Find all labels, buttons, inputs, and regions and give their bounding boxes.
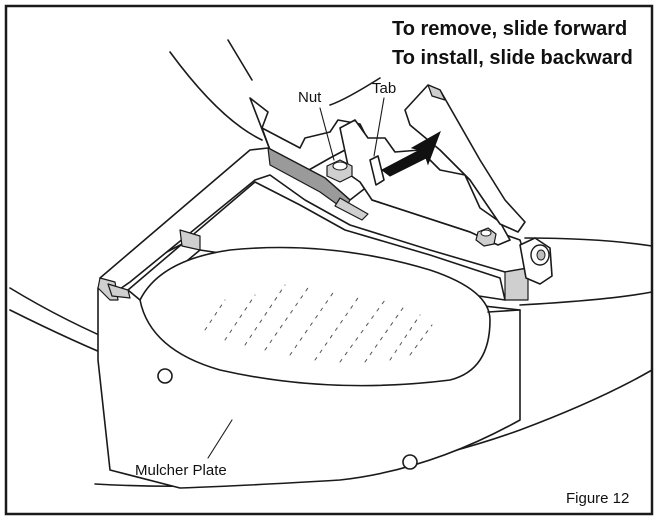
rail-bolt-top <box>480 229 492 237</box>
deck-edge-right-upper <box>524 237 653 247</box>
plate-right-edge <box>487 309 521 313</box>
tab-leader <box>373 97 385 157</box>
plate-channel-block <box>334 197 369 221</box>
deck-top-curve <box>169 51 263 141</box>
pivot-knob-center <box>536 249 546 261</box>
deck-top-curve-mid <box>329 77 381 106</box>
lever-tip <box>427 84 446 101</box>
label-nut: Nut <box>298 89 322 106</box>
label-tab: Tab <box>372 80 396 97</box>
slide-rail-edge <box>371 199 471 233</box>
instruction-install: To install, slide backward <box>392 47 633 69</box>
deck-edge-right-lower <box>519 291 653 306</box>
arrow-shape <box>381 130 441 177</box>
mulcher-plate-leader <box>207 419 233 459</box>
pivot-knob <box>519 237 553 285</box>
slide-rail <box>339 119 511 246</box>
rear-rail-fold <box>261 127 271 151</box>
frame-border <box>4 4 654 516</box>
nut <box>326 159 353 183</box>
nut-leader <box>319 107 335 161</box>
dome-shading <box>204 284 433 363</box>
nut-top <box>332 161 348 171</box>
rail-bolt <box>475 227 497 247</box>
instruction-remove: To remove, slide forward <box>392 18 627 40</box>
lever-edge <box>409 124 471 181</box>
figure-caption: Figure 12 <box>566 490 629 507</box>
tab-feature <box>369 155 385 186</box>
plate-left-notch <box>179 229 201 251</box>
label-mulcher-plate: Mulcher Plate <box>135 462 227 479</box>
plate-left-lip <box>107 283 131 299</box>
skirt-hole-right <box>402 454 418 470</box>
deck-top-curve-short <box>227 39 253 81</box>
mulcher-plate <box>97 147 529 489</box>
plate-dome <box>139 246 491 387</box>
slide-rail-body <box>339 119 511 246</box>
plate-right-wall <box>504 267 529 301</box>
slide-direction-arrow <box>381 130 441 177</box>
skirt-hole-left <box>157 368 173 384</box>
